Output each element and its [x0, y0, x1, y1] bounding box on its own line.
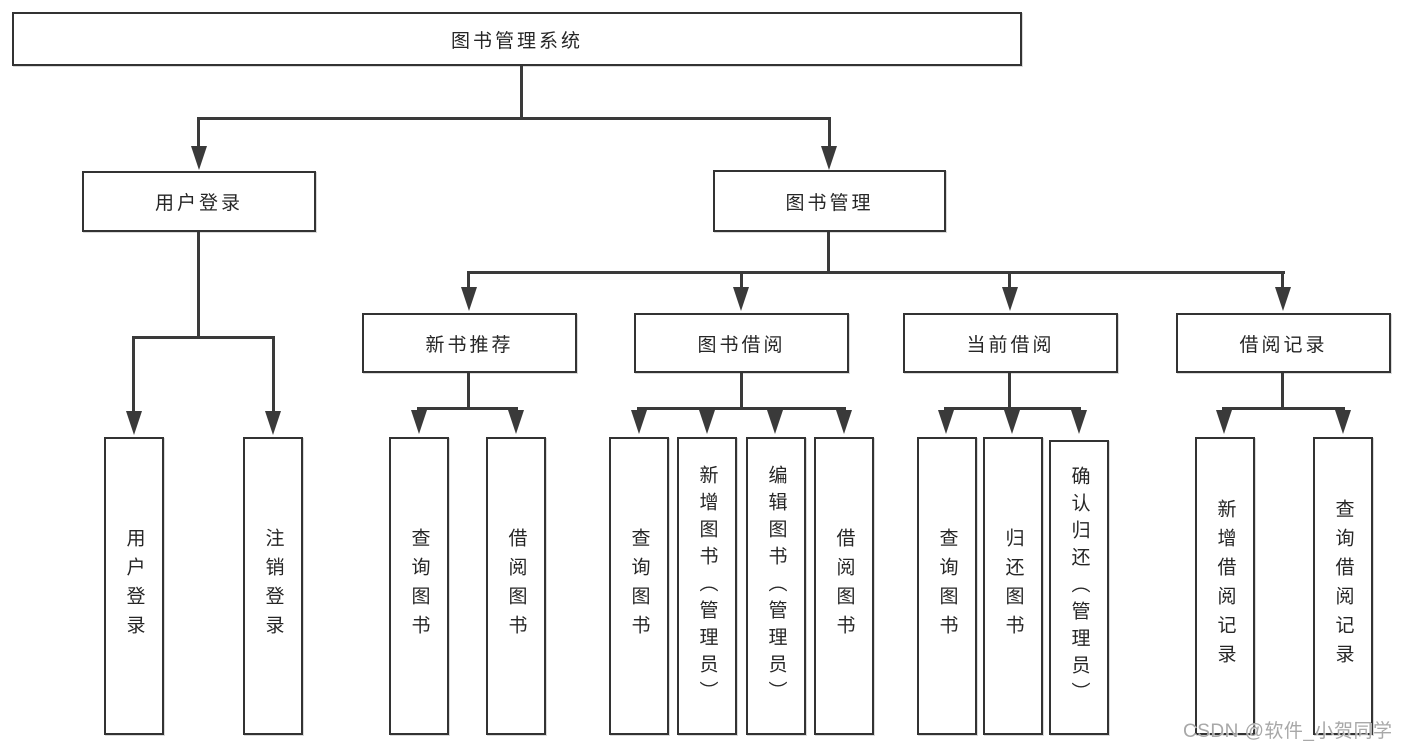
leaf-user-login-label: 用户登录 — [123, 528, 145, 644]
node-book-borrowing: 图书借阅 — [634, 313, 849, 373]
leaf-add-borrow-record: 新增借阅记录 — [1195, 437, 1255, 735]
node-new-book-recommend: 新书推荐 — [362, 313, 577, 373]
leaf-query-books: 查询图书 — [609, 437, 669, 735]
leaf-confirm-return-admin: 确认归还（管理员） — [1049, 440, 1109, 735]
node-current-borrowing-label: 当前借阅 — [966, 334, 1055, 356]
connector-drop-login — [197, 117, 200, 147]
arrowhead-login — [191, 146, 207, 170]
node-root-label: 图书管理系统 — [450, 30, 583, 52]
connector-section-stem — [740, 373, 743, 410]
leaf-logout: 注销登录 — [243, 437, 303, 735]
node-current-borrowing: 当前借阅 — [903, 313, 1118, 373]
connector-section-hline — [417, 407, 518, 410]
leaf-add-borrow-record-label: 新增借阅记录 — [1214, 499, 1236, 673]
arrowhead-leaf — [1216, 410, 1232, 434]
arrowhead-leaf — [836, 410, 852, 434]
arrowhead-leaf — [938, 410, 954, 434]
leaf-confirm-return-admin-label: 确认归还（管理员） — [1068, 466, 1090, 709]
connector-drop-section — [1008, 271, 1011, 288]
arrowhead-section — [461, 287, 477, 311]
leaf-query-books-label: 查询图书 — [628, 528, 650, 644]
leaf-return-books: 归还图书 — [983, 437, 1043, 735]
arrowhead-leaf — [1335, 410, 1351, 434]
arrowhead-leaf — [631, 410, 647, 434]
connector-section-hline — [637, 407, 846, 410]
leaf-edit-books-admin-label: 编辑图书（管理员） — [765, 464, 787, 708]
node-book-management: 图书管理 — [713, 170, 946, 232]
arrowhead-section — [1002, 287, 1018, 311]
connector-section-stem — [467, 373, 470, 410]
leaf-return-books-label: 归还图书 — [1002, 528, 1024, 644]
connector-drop-section — [1281, 271, 1284, 288]
connector-manage-stem — [827, 232, 830, 274]
node-borrowing-records-label: 借阅记录 — [1239, 334, 1328, 356]
leaf-borrow-books-label: 借阅图书 — [505, 528, 527, 644]
node-user-login: 用户登录 — [82, 171, 316, 232]
arrowhead-leaf — [767, 410, 783, 434]
leaf-borrow-books: 借阅图书 — [486, 437, 546, 735]
arrowhead-leaf — [508, 410, 524, 434]
connector-root-stem — [520, 66, 523, 120]
leaf-query-books: 查询图书 — [389, 437, 449, 735]
connector-drop-section — [467, 271, 470, 288]
arrowhead-leaf — [411, 410, 427, 434]
arrowhead-leaf — [265, 411, 281, 435]
connector-section-hline — [944, 407, 1081, 410]
connector-drop-manage — [828, 117, 831, 147]
connector-drop-section — [740, 271, 743, 288]
node-borrowing-records: 借阅记录 — [1176, 313, 1391, 373]
leaf-user-login: 用户登录 — [104, 437, 164, 735]
arrowhead-leaf — [126, 411, 142, 435]
leaf-query-borrow-record-label: 查询借阅记录 — [1332, 499, 1354, 673]
connector-drop-leaf — [272, 336, 275, 412]
arrowhead-section — [1275, 287, 1291, 311]
arrowhead-leaf — [1004, 410, 1020, 434]
watermark-text: CSDN @软件_小贺同学 — [1183, 721, 1393, 742]
arrowhead-manage — [821, 146, 837, 170]
arrowhead-section — [733, 287, 749, 311]
node-user-login-label: 用户登录 — [154, 193, 243, 214]
connector-drop-leaf — [132, 336, 135, 412]
leaf-query-books-label: 查询图书 — [936, 528, 958, 644]
arrowhead-leaf — [1071, 410, 1087, 434]
leaf-logout-label: 注销登录 — [262, 528, 284, 644]
connector-login-hline — [132, 336, 275, 339]
connector-section-stem — [1008, 373, 1011, 410]
node-new-book-recommend-label: 新书推荐 — [425, 334, 514, 356]
connector-section-hline — [1222, 407, 1345, 410]
leaf-query-borrow-record: 查询借阅记录 — [1313, 437, 1373, 735]
connector-level2-hline — [197, 117, 831, 120]
leaf-add-books-admin: 新增图书（管理员） — [677, 437, 737, 735]
node-root: 图书管理系统 — [12, 12, 1022, 66]
leaf-query-books-label: 查询图书 — [408, 528, 430, 644]
connector-login-stem — [197, 232, 200, 339]
arrowhead-leaf — [699, 410, 715, 434]
leaf-query-books: 查询图书 — [917, 437, 977, 735]
leaf-borrow-books: 借阅图书 — [814, 437, 874, 735]
leaf-add-books-admin-label: 新增图书（管理员） — [696, 464, 718, 708]
connector-section-stem — [1281, 373, 1284, 410]
node-book-borrowing-label: 图书借阅 — [697, 334, 786, 356]
node-book-management-label: 图书管理 — [785, 192, 874, 214]
connector-level3-hline — [467, 271, 1285, 274]
leaf-edit-books-admin: 编辑图书（管理员） — [746, 437, 806, 735]
leaf-borrow-books-label: 借阅图书 — [833, 528, 855, 644]
